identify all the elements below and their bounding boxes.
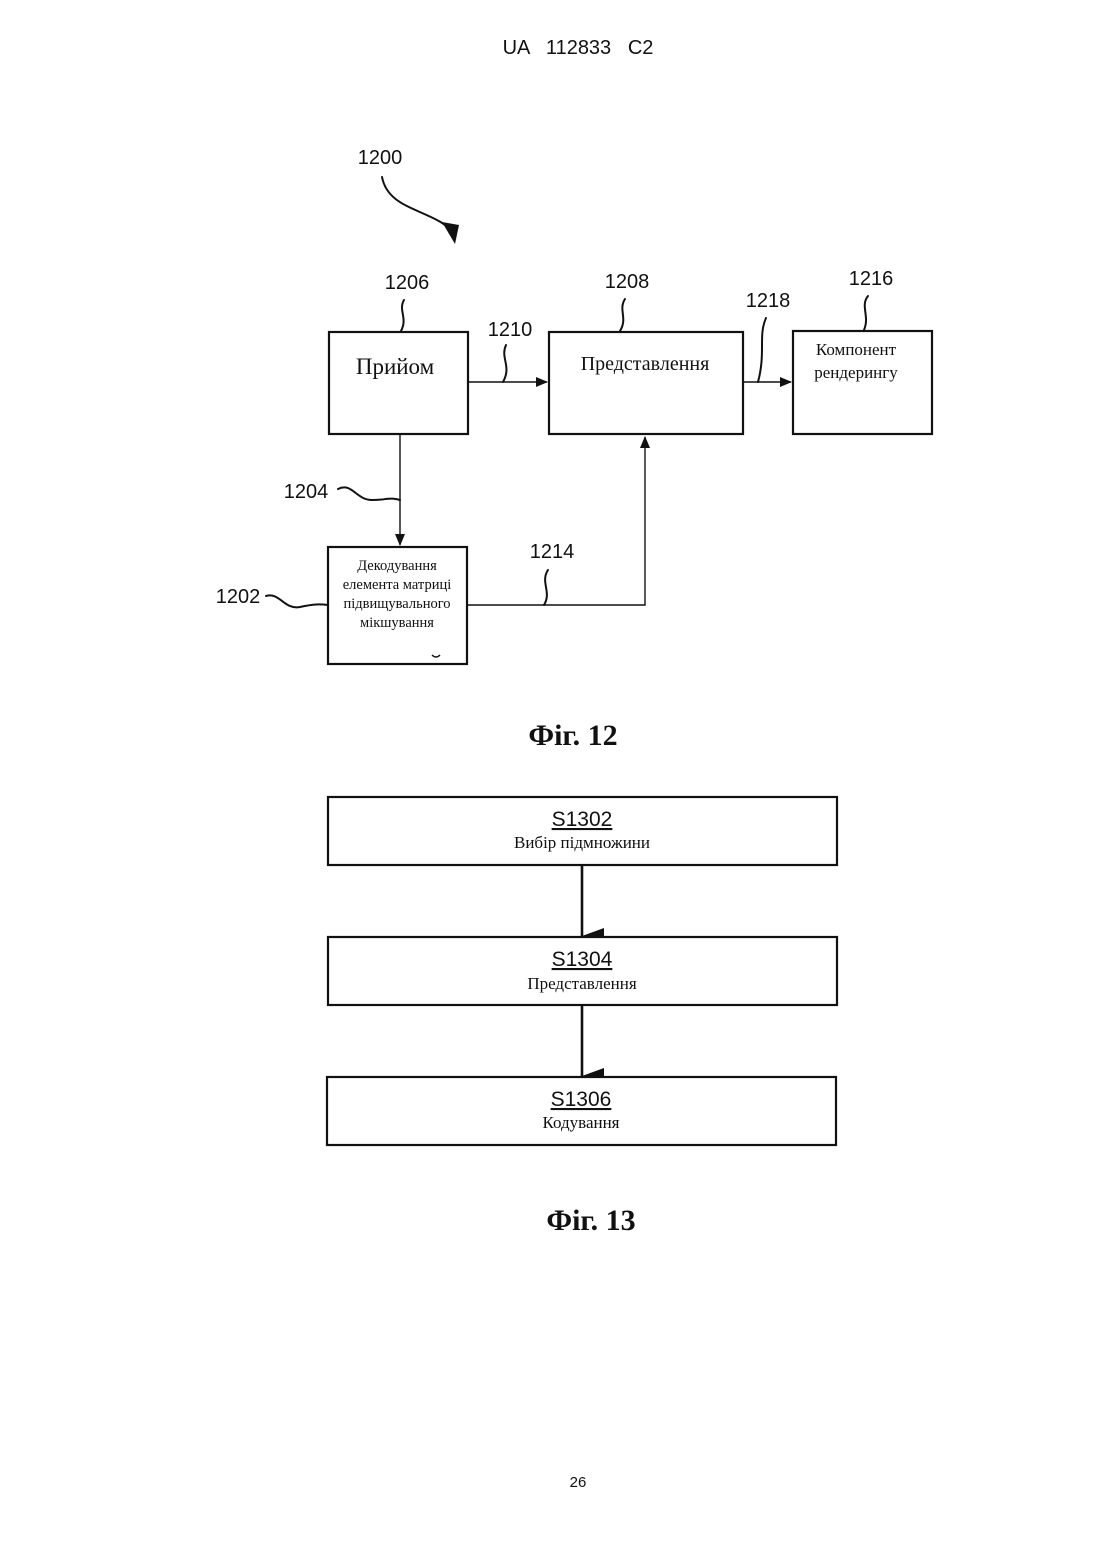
decoder-box-label-line4: мікшування: [360, 615, 434, 631]
figure-12: 1200 1206 1208 1216 1210 1218 Прийом Пре…: [216, 147, 932, 752]
renderer-box-label-line2: рендерингу: [814, 363, 898, 382]
ref-label-1208: 1208: [605, 271, 650, 293]
step-id-s1302: S1302: [552, 808, 613, 831]
decoder-box-label-line1: Декодування: [357, 558, 437, 574]
ref-label-1214: 1214: [530, 541, 575, 563]
ref-pointer-1200: [382, 177, 452, 232]
ref-label-1218: 1218: [746, 290, 791, 312]
ref-label-1206: 1206: [385, 272, 430, 294]
figure-13: S1302 Вибір підмножини S1304 Представлен…: [327, 797, 837, 1237]
receive-box: [329, 332, 468, 434]
step-label-s1304: Представлення: [527, 974, 637, 993]
ref-label-1204: 1204: [284, 481, 329, 503]
patent-number: UA 112833 C2: [503, 37, 654, 59]
ref-pointer-1216: [864, 296, 868, 330]
representation-box-label: Представлення: [581, 353, 710, 375]
ref-arrowhead-1200: [442, 222, 459, 244]
ref-pointer-1206: [401, 300, 404, 331]
figure-13-caption: Фіг. 13: [546, 1204, 635, 1237]
ref-pointer-1210: [503, 345, 506, 382]
page-number: 26: [570, 1474, 587, 1491]
ref-pointer-1204: [338, 487, 400, 500]
figure-12-caption: Фіг. 12: [528, 719, 617, 752]
renderer-box-label-line1: Компонент: [816, 340, 897, 359]
ref-label-1200: 1200: [358, 147, 403, 169]
step-label-s1306: Кодування: [542, 1113, 619, 1132]
ref-pointer-1218: [758, 318, 766, 382]
ref-pointer-1202: [266, 595, 328, 607]
arrow-decoder-to-representation: [467, 437, 645, 605]
ref-label-1216: 1216: [849, 268, 894, 290]
receive-box-label: Прийом: [356, 354, 435, 379]
representation-box: [549, 332, 743, 434]
ref-label-1210: 1210: [488, 319, 533, 341]
step-id-s1306: S1306: [551, 1088, 612, 1111]
step-label-s1302: Вибір підмножини: [514, 833, 650, 852]
ref-pointer-1214: [544, 570, 548, 605]
ref-pointer-1208: [620, 299, 625, 331]
decoder-box-label-line2: елемента матриці: [343, 577, 452, 593]
decoder-box-label-line3: підвищувального: [343, 596, 450, 612]
ref-label-1202: 1202: [216, 586, 261, 608]
step-id-s1304: S1304: [552, 948, 613, 971]
